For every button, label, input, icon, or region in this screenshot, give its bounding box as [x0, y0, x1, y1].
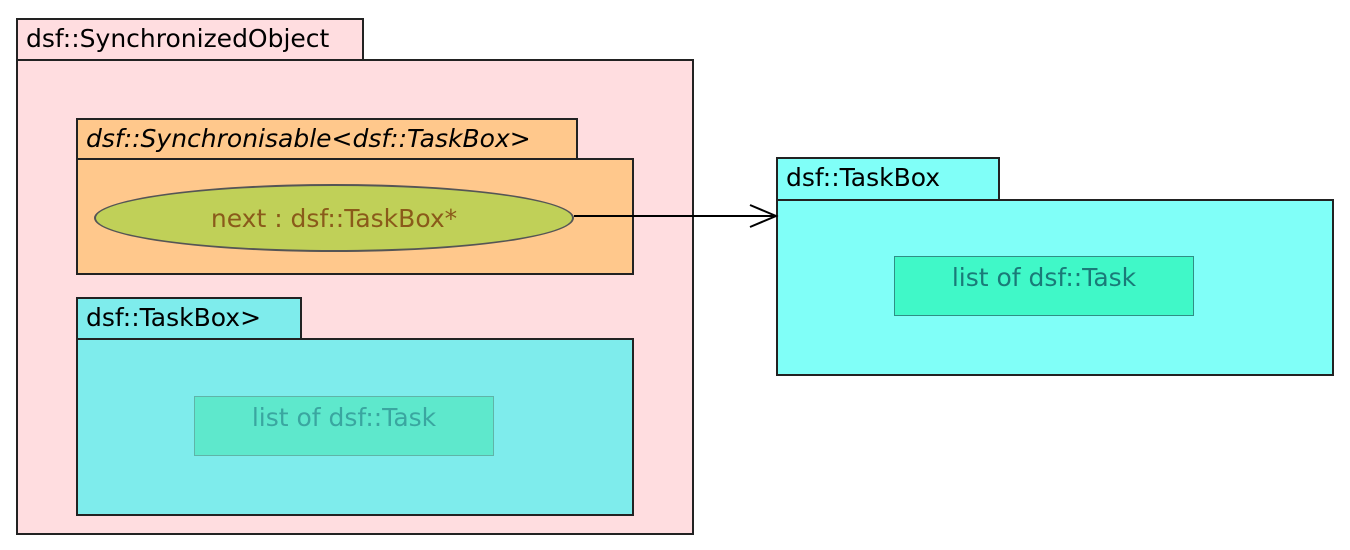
inherited-task-list-box: list of dsf::Task	[194, 396, 494, 456]
synchronisable-package-title: dsf::Synchronisable<dsf::TaskBox>	[76, 118, 578, 160]
next-attribute-ellipse: next : dsf::TaskBox*	[94, 184, 574, 252]
inherited-task-list-label: list of dsf::Task	[251, 403, 437, 432]
outer-package-title: dsf::SynchronizedObject	[16, 18, 364, 60]
inherited-taskbox-package-title: dsf::TaskBox>	[76, 297, 302, 339]
next-attribute-label: next : dsf::TaskBox*	[210, 203, 458, 233]
taskbox-package-title: dsf::TaskBox	[776, 157, 1000, 200]
arrow-head	[749, 204, 779, 228]
task-list-box: list of dsf::Task	[894, 256, 1194, 316]
task-list-label: list of dsf::Task	[951, 263, 1137, 292]
